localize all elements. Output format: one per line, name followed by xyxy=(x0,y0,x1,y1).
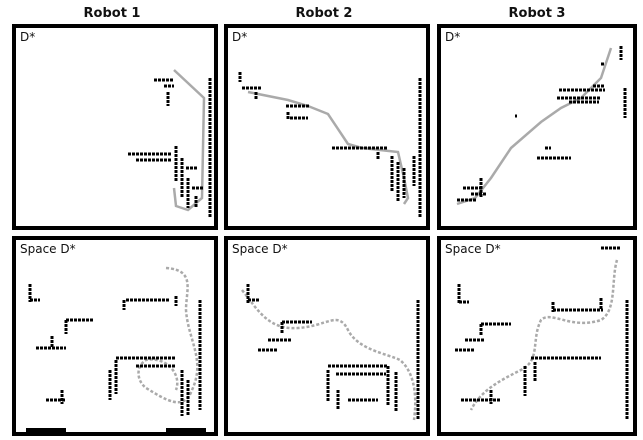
column-title-robot-1: Robot 1 xyxy=(12,6,212,21)
panel-space-dstar-robot-3: Space D* xyxy=(437,236,637,436)
map-dstar-robot-2 xyxy=(228,28,426,226)
panel-space-dstar-robot-2: Space D* xyxy=(224,236,430,436)
column-title-robot-3: Robot 3 xyxy=(437,6,637,21)
robot-path xyxy=(471,260,617,410)
obstacle-points xyxy=(240,72,420,218)
map-dstar-robot-1 xyxy=(16,28,214,226)
map-space-dstar-robot-2 xyxy=(228,240,426,432)
panel-space-dstar-robot-1: Space D* xyxy=(12,236,218,436)
map-space-dstar-robot-3 xyxy=(441,240,633,432)
map-dstar-robot-3 xyxy=(441,28,633,226)
obstacle-points xyxy=(455,248,627,420)
obstacle-points xyxy=(128,78,210,218)
obstacle-points xyxy=(248,284,418,420)
panel-dstar-robot-2: D* xyxy=(224,24,430,230)
obstacle-points xyxy=(30,284,200,416)
panel-dstar-robot-3: D* xyxy=(437,24,637,230)
column-title-robot-2: Robot 2 xyxy=(224,6,424,21)
map-space-dstar-robot-1 xyxy=(16,240,214,432)
panel-dstar-robot-1: D* xyxy=(12,24,218,230)
